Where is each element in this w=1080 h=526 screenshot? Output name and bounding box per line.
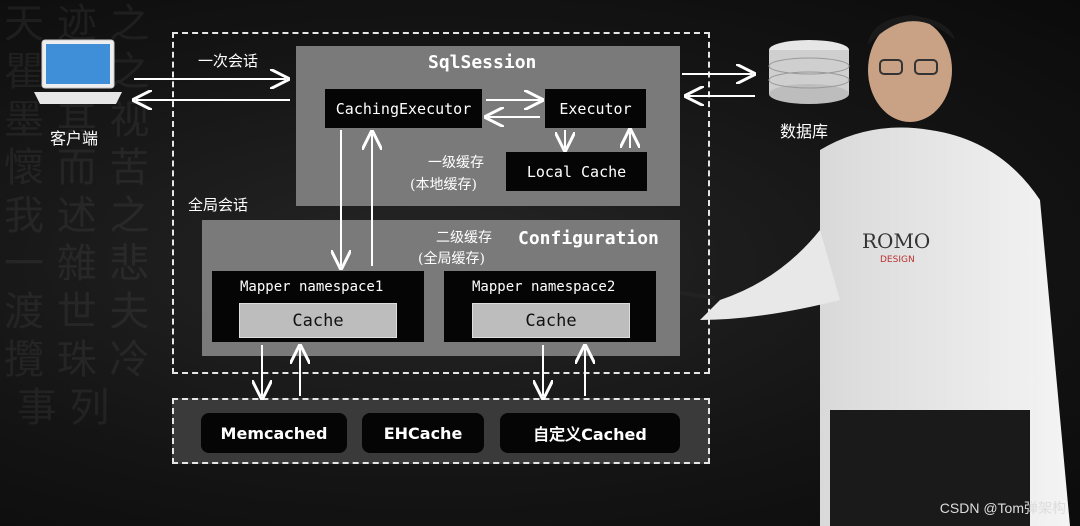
ehcache-box: EHCache [362, 413, 484, 453]
global-session-label: 全局会话 [188, 196, 249, 214]
first-level-cache-label: 一级缓存 [428, 155, 484, 171]
local-cache-box: Local Cache [506, 152, 647, 191]
database-label: 数据库 [780, 122, 829, 141]
session-label: 一次会话 [198, 52, 259, 70]
executor-box: Executor [545, 89, 646, 128]
svg-text:DESIGN: DESIGN [880, 255, 915, 265]
mapper2-cache: Cache [472, 303, 630, 338]
second-level-cache-sublabel: (全局缓存) [418, 251, 485, 267]
caching-executor-box: CachingExecutor [325, 89, 482, 128]
database-icon [768, 40, 850, 104]
laptop-icon [34, 39, 122, 104]
watermark: CSDN @Tom弹架构 [939, 500, 1066, 516]
memcached-box: Memcached [201, 413, 347, 453]
first-level-cache-sublabel: (本地缓存) [410, 177, 477, 193]
global-session-frame [172, 32, 710, 374]
second-level-cache-label: 二级缓存 [436, 230, 492, 246]
svg-text:ROMO: ROMO [862, 229, 930, 253]
mapper-namespace1-label: Mapper namespace1 [240, 279, 384, 295]
mapper-namespace2-label: Mapper namespace2 [472, 279, 616, 295]
client-label: 客户端 [50, 129, 99, 148]
mapper1-cache: Cache [239, 303, 397, 338]
custom-cached-box: 自定义Cached [500, 413, 680, 453]
sqlsession-title: SqlSession [428, 52, 537, 73]
configuration-title: Configuration [518, 228, 659, 249]
